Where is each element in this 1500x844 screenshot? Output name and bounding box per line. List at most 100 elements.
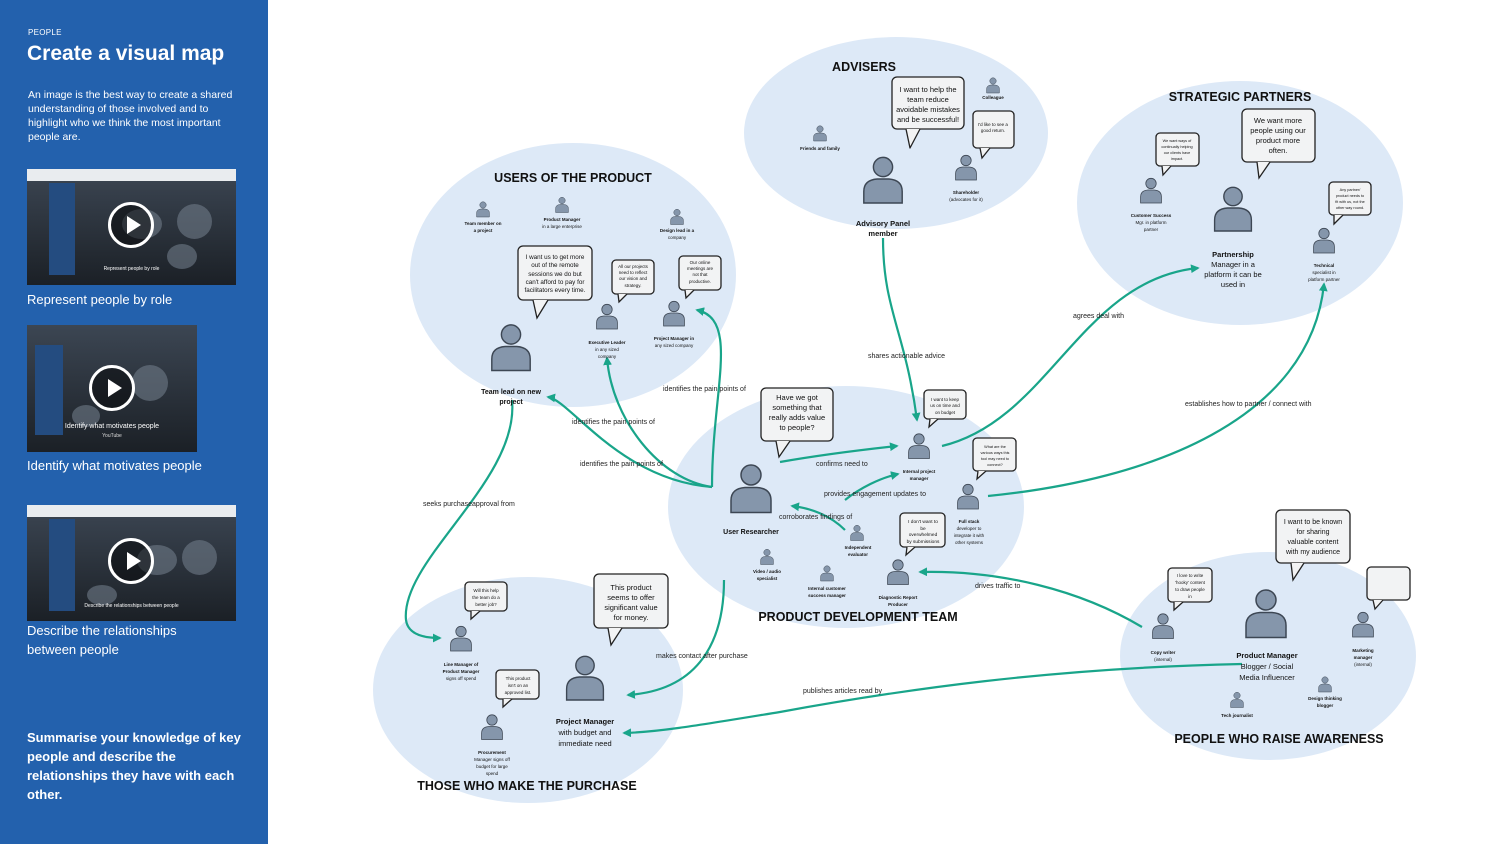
speech-bubble xyxy=(611,259,655,295)
arrow-makes-contact xyxy=(626,579,726,699)
section-eyebrow: PEOPLE xyxy=(28,28,62,37)
label-copywriter: Copy writer(internal) xyxy=(1151,650,1176,662)
arrow-pain-pm xyxy=(695,307,722,488)
video-describe-relationships[interactable]: Describe the relationships between peopl… xyxy=(27,505,236,621)
speech-bubble xyxy=(891,76,965,130)
group-backgrounds xyxy=(373,37,1416,803)
relation-label: shares actionable advice xyxy=(868,353,945,360)
play-icon[interactable] xyxy=(108,538,154,584)
relation-label: provides engagement updates to xyxy=(824,491,926,498)
label-user-researcher: User Researcher xyxy=(723,529,779,536)
relation-label: publishes articles read by xyxy=(803,688,882,695)
speech-bubble xyxy=(464,581,508,612)
group-title-purchase: THOSE WHO MAKE THE PURCHASE xyxy=(417,779,636,793)
relation-label: identifies the pain points of xyxy=(580,461,663,468)
video-represent-people[interactable]: Represent people by role xyxy=(27,169,236,285)
summary-text: Summarise your knowledge of key people a… xyxy=(27,730,241,802)
relationship-arrows xyxy=(404,237,1328,738)
group-title-users: USERS OF THE PRODUCT xyxy=(494,171,652,185)
relation-label: confirms need to xyxy=(816,461,868,468)
group-advisers-area xyxy=(744,37,1048,229)
speech-bubble xyxy=(760,387,834,442)
arrow-establishes xyxy=(987,282,1328,498)
video-label[interactable]: Represent people by role xyxy=(27,292,173,307)
group-awareness-area xyxy=(1120,552,1416,760)
intro-text: An image is the best way to create a sha… xyxy=(28,89,233,143)
video-caption: Describe the relationships between peopl… xyxy=(84,603,179,609)
speech-bubble xyxy=(517,245,593,301)
speech-bubbles xyxy=(464,76,1411,709)
speech-bubble xyxy=(593,573,669,629)
page-title: Create a visual map xyxy=(27,42,225,65)
speech-bubble xyxy=(1328,181,1372,216)
speech-bubble xyxy=(972,437,1017,472)
relation-label: agrees deal with xyxy=(1073,313,1124,320)
video-label[interactable]: Describe the relationships between peopl… xyxy=(27,623,177,657)
speech-bubble xyxy=(899,512,946,548)
label-tech-journalist: Tech journalist xyxy=(1221,713,1253,718)
video-identify-motivation[interactable]: Identify what motivates people YouTube xyxy=(27,325,197,452)
arrow-publishes xyxy=(622,662,1243,738)
label-friends: Friends and family xyxy=(800,146,840,151)
relation-label: identifies the pain points of xyxy=(663,386,746,393)
speech-bubble xyxy=(1167,567,1213,603)
arrow-agrees-deal xyxy=(941,264,1200,448)
arrow-confirms xyxy=(779,442,899,464)
video-caption: Identify what motivates people xyxy=(64,423,160,430)
play-icon[interactable] xyxy=(108,202,154,248)
arrow-shares-advice xyxy=(881,237,921,422)
label-colleague: Colleague xyxy=(982,95,1004,100)
group-product-area xyxy=(668,386,1024,628)
relation-label: identifies the pain points of xyxy=(572,419,655,426)
speech-bubble xyxy=(1155,132,1200,167)
arrow-pain-lead xyxy=(546,393,713,489)
arrow-pain-exec xyxy=(603,356,713,489)
video-label[interactable]: Identify what motivates people xyxy=(27,458,202,473)
speech-bubble xyxy=(1241,108,1316,163)
relation-label: makes contact after purchase xyxy=(656,653,748,660)
play-icon[interactable] xyxy=(89,365,135,411)
arrow-seeks xyxy=(404,399,514,643)
arrow-drives xyxy=(918,567,1143,628)
group-title-partners: STRATEGIC PARTNERS xyxy=(1169,90,1312,104)
speech-bubble xyxy=(495,669,540,700)
speech-bubble xyxy=(1275,509,1351,564)
arrow-corroborates xyxy=(790,502,846,531)
group-title-product: PRODUCT DEVELOPMENT TEAM xyxy=(758,610,957,624)
relation-label: corroborates findings of xyxy=(779,514,852,521)
sidebar: PEOPLE Create a visual map An image is t… xyxy=(0,0,268,844)
group-title-advisers: ADVISERS xyxy=(832,60,896,74)
